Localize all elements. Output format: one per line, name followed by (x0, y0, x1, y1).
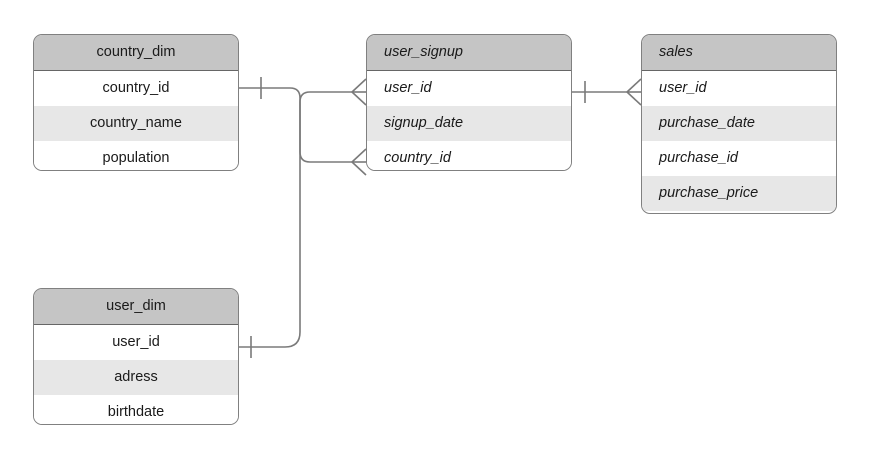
field-row[interactable]: signup_date (367, 106, 571, 141)
field-row[interactable]: population (34, 141, 238, 170)
field-row[interactable]: country_name (34, 106, 238, 141)
field-row[interactable]: birthdate (34, 395, 238, 424)
entity-title-user_signup: user_signup (367, 35, 571, 71)
entity-title-country_dim: country_dim (34, 35, 238, 71)
field-row[interactable]: country_id (34, 71, 238, 106)
entity-title-user_dim: user_dim (34, 289, 238, 325)
field-row[interactable]: user_id (642, 71, 836, 106)
crowsfoot-user_signup-user_id (351, 78, 367, 106)
field-row[interactable]: purchase_date (642, 106, 836, 141)
field-row[interactable]: purchase_id (642, 141, 836, 176)
entity-title-sales: sales (642, 35, 836, 71)
field-row[interactable]: user_id (34, 325, 238, 360)
crowsfoot-user_signup-country_id (351, 148, 367, 176)
crowsfoot-sales-user_id (626, 78, 642, 106)
connector-user_dim-user_signup (239, 78, 367, 358)
field-row[interactable]: purchase_price (642, 176, 836, 211)
field-row[interactable]: adress (34, 360, 238, 395)
field-row[interactable]: country_id (367, 141, 571, 170)
field-row[interactable]: user_id (367, 71, 571, 106)
connector-user_signup-sales (572, 78, 642, 106)
